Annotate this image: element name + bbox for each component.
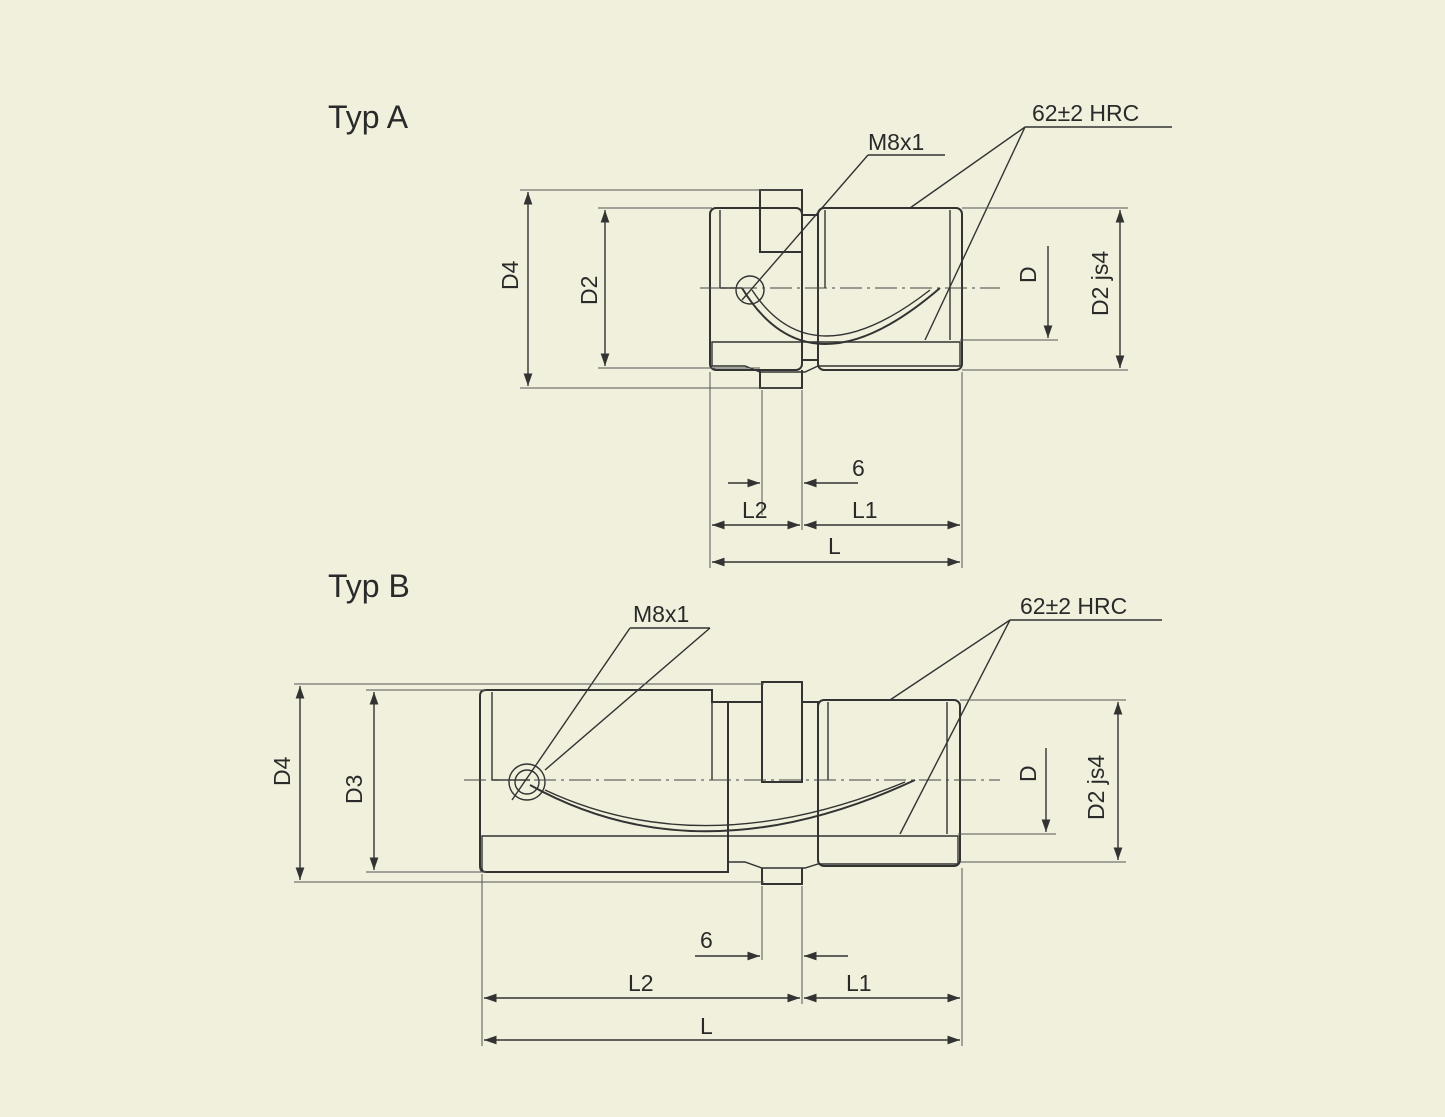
diagram-typ-b: Typ B [269, 568, 1162, 1046]
typ-b-oil-hole-icon [508, 763, 546, 801]
typ-a-d2-label: D2 [576, 276, 602, 305]
typ-a-d4-label: D4 [497, 260, 523, 290]
typ-a-l-label: L [828, 533, 841, 559]
typ-a-bushing-body [700, 189, 1000, 389]
typ-b-dim-d2js4: D2 js4 [960, 699, 1126, 863]
typ-a-hardness-label: 62±2 HRC [1032, 100, 1139, 126]
typ-b-d4-label: D4 [269, 756, 295, 786]
typ-b-dim-d3: D3 [341, 689, 486, 873]
typ-a-six-label: 6 [852, 455, 865, 481]
typ-a-dim-d4: D4 [497, 189, 800, 389]
typ-b-bushing-body [464, 681, 1000, 885]
typ-b-d2js4-label: D2 js4 [1083, 755, 1109, 820]
typ-a-l1-label: L1 [852, 497, 878, 523]
typ-b-l-label: L [700, 1013, 713, 1039]
typ-b-title: Typ B [328, 568, 410, 604]
diagram-typ-a: Typ A [328, 99, 1172, 568]
typ-b-dim-d: D [958, 748, 1056, 835]
typ-a-d-label: D [1015, 266, 1041, 283]
typ-b-thread-label: M8x1 [633, 601, 689, 627]
typ-b-hardness-callout: 62±2 HRC [889, 593, 1162, 835]
typ-a-oil-hole-icon [735, 275, 765, 305]
typ-b-thread-callout: M8x1 [511, 601, 711, 801]
typ-b-d-label: D [1015, 765, 1041, 782]
typ-a-dim-d2: D2 [576, 207, 760, 369]
typ-a-l2-label: L2 [742, 497, 768, 523]
typ-a-hardness-callout: 62±2 HRC [909, 100, 1172, 341]
typ-b-hardness-label: 62±2 HRC [1020, 593, 1127, 619]
typ-a-dim-d2js4: D2 js4 [962, 207, 1128, 371]
typ-a-dim-bottom: 6 L2 L1 L [709, 372, 963, 568]
typ-b-d3-label: D3 [341, 775, 367, 804]
typ-b-dim-d4: D4 [269, 683, 764, 883]
typ-a-dim-d: D [960, 246, 1058, 341]
typ-a-title: Typ A [328, 99, 409, 135]
typ-b-six-label: 6 [700, 927, 713, 953]
typ-b-l2-label: L2 [628, 970, 654, 996]
typ-a-thread-callout: M8x1 [741, 129, 945, 301]
typ-b-l1-label: L1 [846, 970, 872, 996]
typ-a-d2js4-label: D2 js4 [1087, 251, 1113, 316]
typ-a-thread-label: M8x1 [868, 129, 924, 155]
svg-text:D4: D4 [497, 260, 523, 290]
typ-b-dim-bottom: 6 L2 L1 L [481, 868, 963, 1046]
